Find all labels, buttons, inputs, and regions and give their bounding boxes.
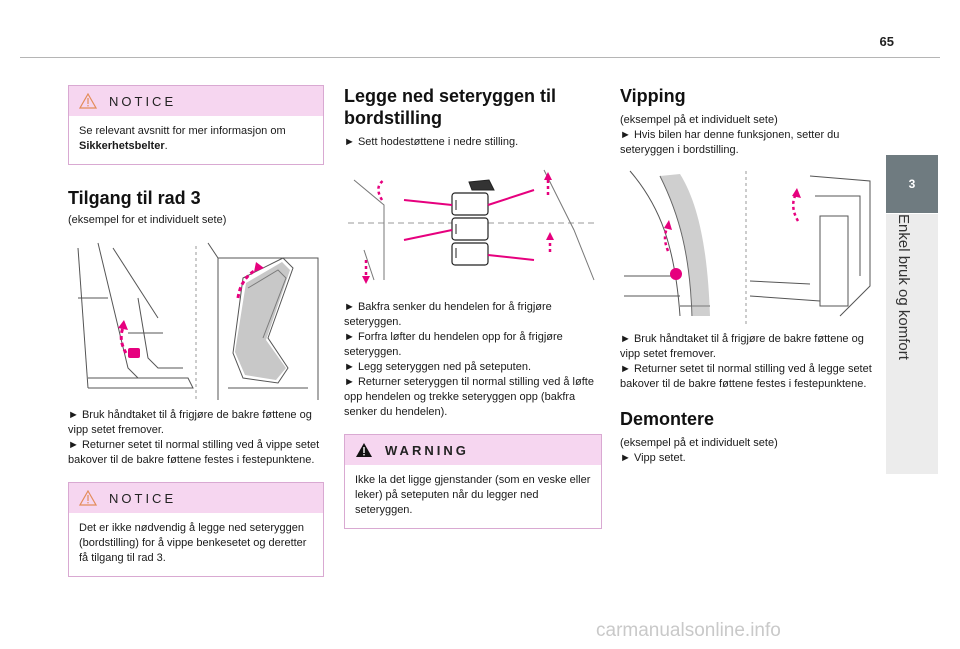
illustration-fold-backrest [344, 160, 602, 292]
notice-box: NOTICE Se relevant avsnitt for mer infor… [68, 85, 324, 165]
header-rule [20, 57, 940, 58]
illustration-seat-tilt [68, 238, 324, 400]
notice-link-seatbelts[interactable]: Sikkerhetsbelter [79, 140, 165, 152]
chapter-tab[interactable]: 3 [886, 155, 938, 213]
tilt-step-2: ► Returner setet til normal stilling ved… [620, 363, 872, 390]
section-heading-remove: Demontere [620, 409, 715, 429]
fold-step-1: ► Bakfra senker du hendelen for å frigjø… [344, 301, 552, 328]
notice-title-2: NOTICE [109, 490, 177, 506]
chapter-title: Enkel bruk og komfort [895, 214, 912, 360]
caution-triangle-icon [79, 490, 97, 506]
tilt-step-1: ► Bruk håndtaket til å frigjøre de bakre… [620, 333, 864, 360]
section-heading-row3: Tilgang til rad 3 [68, 188, 201, 208]
caution-triangle-icon [79, 93, 97, 109]
fold-step-3: ► Legg seteryggen ned på seteputen. [344, 361, 532, 373]
column-1: NOTICE Se relevant avsnitt for mer infor… [68, 85, 324, 577]
notice-header-2: NOTICE [69, 483, 323, 513]
warning-text: Ikke la det ligge gjenstander (som en ve… [355, 474, 591, 516]
fold-step-2: ► Forfra løfter du hendelen opp for å fr… [344, 331, 563, 358]
remove-caption: (eksempel på et individuelt sete) [620, 437, 778, 449]
caption-row3: (eksempel for et individuelt sete) [68, 214, 227, 226]
chapter-title-vertical: Enkel bruk og komfort [886, 214, 938, 394]
chapter-side-panel [886, 214, 938, 474]
warning-header: WARNING [345, 435, 601, 465]
step-2: ► Returner setet til normal stilling ved… [68, 439, 320, 466]
watermark: carmanualsonline.info [596, 620, 781, 641]
fold-backrest-drawing [348, 169, 598, 284]
column-3: Vipping (eksempel på et individuelt sete… [620, 85, 872, 466]
remove-step: ► Vipp setet. [620, 452, 686, 464]
tilt-seat-drawing [624, 170, 871, 324]
tilt-intro: ► Hvis bilen har denne funksjonen, sette… [620, 129, 840, 156]
step-1: ► Bruk håndtaket til å frigjøre de bakre… [68, 409, 312, 436]
warning-box: WARNING Ikke la det ligge gjenstander (s… [344, 434, 602, 529]
section-heading-fold: Legge ned seteryggen til bordstilling [344, 86, 557, 128]
fold-step-4: ► Returner seteryggen til normal stillin… [344, 376, 594, 418]
column-2: Legge ned seteryggen til bordstilling ► … [344, 85, 602, 529]
notice-header: NOTICE [69, 86, 323, 116]
warning-triangle-icon [356, 443, 372, 457]
notice-text-2: Det er ikke nødvendig å legge ned setery… [79, 522, 307, 564]
chapter-number: 3 [908, 177, 916, 191]
page-number: 65 [879, 34, 894, 49]
warning-title: WARNING [385, 442, 469, 458]
notice-title: NOTICE [109, 93, 177, 109]
seat-tilt-drawing [77, 242, 319, 400]
fold-intro: ► Sett hodestøttene i nedre stilling. [344, 136, 519, 148]
notice-box-2: NOTICE Det er ikke nødvendig å legge ned… [68, 482, 324, 577]
tilt-caption: (eksempel på et individuelt sete) [620, 114, 778, 126]
notice-text-a: Se relevant avsnitt for mer informasjon … [79, 125, 286, 137]
notice-text: Se relevant avsnitt for mer informasjon … [69, 116, 323, 164]
notice-text-c: . [164, 140, 168, 152]
section-heading-tilt: Vipping [620, 86, 686, 106]
illustration-tilt-seat [620, 166, 872, 324]
